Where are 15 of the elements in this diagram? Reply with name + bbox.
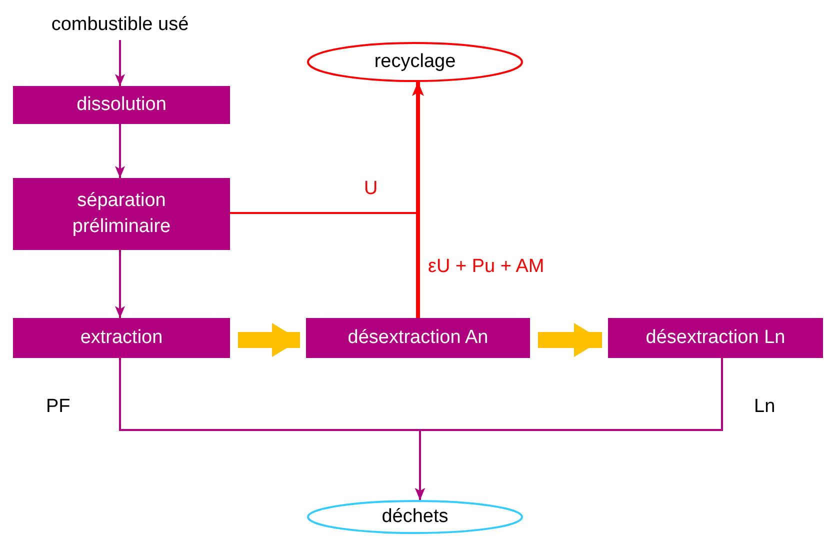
output-ellipse: recyclage: [307, 42, 523, 82]
arrow: [412, 82, 424, 318]
arrow: [538, 323, 602, 357]
input-label: combustible usé: [22, 10, 218, 40]
arrow: [115, 40, 125, 86]
arrow: [115, 124, 125, 178]
arrow: [415, 358, 723, 500]
arrow: [115, 250, 125, 318]
process-box: désextraction Ln: [608, 318, 823, 358]
process-box: dissolution: [13, 86, 230, 124]
process-box: extraction: [13, 318, 230, 358]
process-box: séparation préliminaire: [13, 178, 230, 250]
arrow: [238, 323, 300, 357]
process-box: désextraction An: [306, 318, 530, 358]
output-ellipse: déchets: [307, 500, 523, 534]
